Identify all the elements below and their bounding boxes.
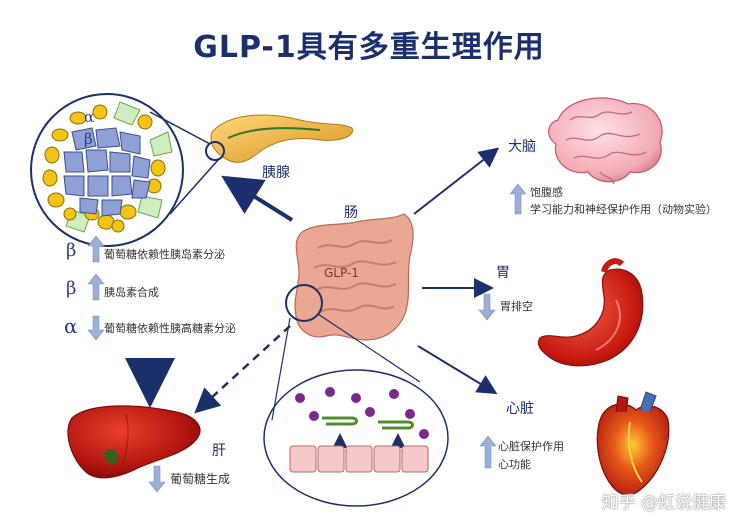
intestine-label: 肠 (344, 205, 358, 221)
islet-diagram (30, 93, 184, 247)
heart-effect-2-text: 心功能 (498, 458, 531, 471)
pancreas-effect-2-text: 胰岛素合成 (104, 286, 159, 299)
islet-beta-label: β (84, 130, 93, 148)
heart-effect-1-text: 心脏保护作用 (498, 440, 564, 453)
glp1-gut-label: GLP-1 (324, 266, 359, 280)
stomach-illustration (537, 258, 644, 367)
brain-label: 大脑 (508, 139, 536, 155)
heart-illustration (596, 391, 670, 496)
watermark: 知乎 @虹说健康 (601, 493, 726, 513)
pancreas-illustration (205, 114, 354, 163)
liver-label: 肝 (212, 443, 226, 459)
pancreas-effect-1-text: 葡萄糖依赖性胰岛素分泌 (104, 248, 225, 261)
page-title: GLP-1具有多重生理作用 (193, 30, 545, 65)
stomach-effect-text: 胃排空 (500, 300, 533, 313)
pancreas-effect-2-cell: β (66, 278, 77, 299)
stomach-label: 胃 (496, 265, 510, 281)
pancreas-effect-3-text: 葡萄糖依赖性胰高糖素分泌 (104, 322, 236, 335)
pancreas-effect-3-cell: α (64, 314, 78, 338)
brain-effect-2-text: 学习能力和神经保护作用（动物实验） (530, 203, 717, 216)
heart-label: 心脏 (506, 401, 534, 417)
intestine-illustration (285, 213, 414, 341)
liver-illustration (67, 405, 201, 479)
pancreas-label: 胰腺 (262, 165, 290, 181)
enteroendocrine-cell-diagram (263, 369, 449, 507)
brain-effect-1-text: 饱腹感 (530, 186, 563, 199)
islet-alpha-label: α (84, 108, 95, 126)
liver-effect-text: 葡萄糖生成 (170, 472, 231, 486)
pancreas-effect-1-cell: β (66, 240, 77, 261)
brain-illustration (548, 97, 663, 185)
